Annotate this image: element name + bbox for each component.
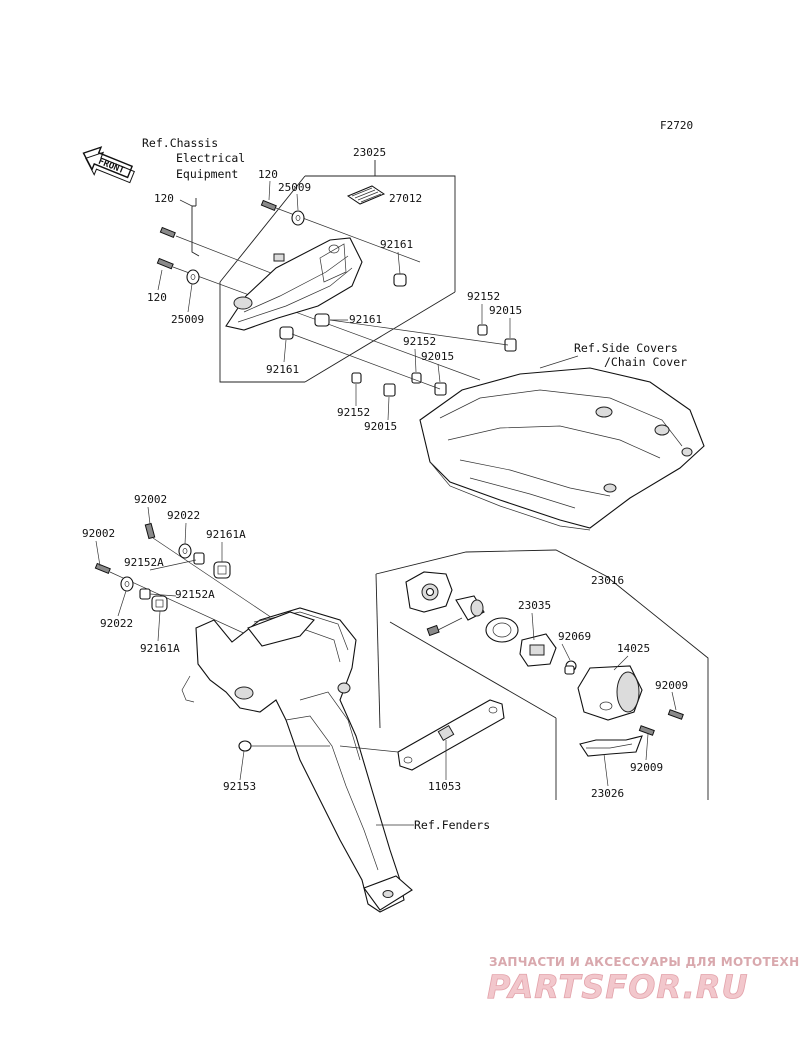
- label-92015-center: 92015: [421, 350, 454, 363]
- emblem-27012-part: [346, 185, 386, 205]
- lens-ring-part: [485, 617, 519, 643]
- label-92152-center: 92152: [403, 335, 436, 348]
- label-92015-lower: 92015: [364, 420, 397, 433]
- diagram-code: F2720: [660, 119, 693, 132]
- bulb-92069-part: [564, 660, 577, 675]
- collar-92015-center: [434, 382, 447, 396]
- bolt-92002-upper: [144, 522, 291, 631]
- label-92161-middle: 92161: [349, 313, 382, 326]
- washer-92022-lower: [120, 576, 134, 592]
- grommet-92161-lower: [279, 326, 294, 340]
- ref-chassis-line3: Equipment: [176, 167, 238, 181]
- bolt-92153-part: [238, 740, 330, 752]
- label-92161A-lower: 92161A: [140, 642, 180, 655]
- label-92022-upper: 92022: [167, 509, 200, 522]
- ref-chassis-line2: Electrical: [176, 151, 245, 165]
- collar-92015-right: [504, 338, 517, 352]
- label-11053: 11053: [428, 780, 461, 793]
- lamp-14025-part: [577, 665, 643, 721]
- washer-92022-upper: [178, 543, 192, 559]
- grommet-92161A-lower: [151, 595, 168, 612]
- bracket-23016: [375, 549, 709, 800]
- label-25009-upper: 25009: [278, 181, 311, 194]
- label-23026: 23026: [591, 787, 624, 800]
- bracket-23025: [219, 160, 456, 383]
- label-92152A-lower: 92152A: [175, 588, 215, 601]
- watermark-logo: ЗАПЧАСТИ И АКСЕССУАРЫ ДЛЯ МОТОТЕХНИКИ PA…: [487, 955, 800, 1006]
- label-92161-lower: 92161: [266, 363, 299, 376]
- collar-92152A-upper: [193, 552, 205, 565]
- bulb-socket-part: [455, 595, 485, 621]
- label-23035: 23035: [518, 599, 551, 612]
- screw-92009-lower: [638, 725, 655, 736]
- label-25009-lower: 25009: [171, 313, 204, 326]
- label-92152A-upper: 92152A: [124, 556, 164, 569]
- collar-92152-right: [477, 324, 488, 336]
- washer-25009-upper: [291, 210, 305, 226]
- label-92161-upper: 92161: [380, 238, 413, 251]
- label-92153: 92153: [223, 780, 256, 793]
- label-92022-lower: 92022: [100, 617, 133, 630]
- label-14025: 14025: [617, 642, 650, 655]
- tail-lamp-housing-part: [405, 571, 453, 613]
- label-23025: 23025: [353, 146, 386, 159]
- seat-cowl-part: [419, 367, 705, 531]
- label-23016: 23016: [591, 574, 624, 587]
- grommet-92161-upper: [393, 273, 407, 287]
- taillight-cover-part: [225, 237, 363, 331]
- label-92015-right: 92015: [489, 304, 522, 317]
- wire-connector-part: [426, 617, 463, 637]
- license-bracket-11053-part: [339, 699, 505, 771]
- label-92009-lower: 92009: [630, 761, 663, 774]
- label-27012: 27012: [389, 192, 422, 205]
- rear-fender-bracket-part: [181, 607, 413, 913]
- label-92152-lower: 92152: [337, 406, 370, 419]
- socket-23035-part: [519, 633, 557, 667]
- washer-25009-lower: [186, 269, 200, 285]
- collar-92015-lower: [383, 383, 396, 397]
- ref-side-covers-line1: Ref.Side Covers: [574, 341, 678, 355]
- screw-92009-right: [667, 709, 684, 720]
- watermark-brand: PARTSFOR.RU: [487, 968, 748, 1006]
- ref-side-covers-line2: /Chain Cover: [604, 355, 687, 369]
- ref-fenders: Ref.Fenders: [414, 818, 490, 832]
- label-92002-upper: 92002: [134, 493, 167, 506]
- front-arrow-icon: FRONT: [82, 146, 135, 184]
- leader-lines: [95, 180, 677, 826]
- label-92002-left: 92002: [82, 527, 115, 540]
- collar-92152-center: [411, 372, 422, 384]
- collar-92152A-lower: [139, 588, 151, 600]
- collar-92152-lower: [351, 372, 362, 384]
- chassis-bracket-part: [191, 198, 200, 257]
- grommet-92161A-upper: [213, 561, 231, 579]
- watermark-tagline: ЗАПЧАСТИ И АКСЕССУАРЫ ДЛЯ МОТОТЕХНИКИ: [489, 955, 800, 969]
- cover-23026-part: [579, 735, 643, 757]
- label-92161A-upper: 92161A: [206, 528, 246, 541]
- ref-chassis-line1: Ref.Chassis: [142, 136, 218, 150]
- label-120-upper: 120: [258, 168, 278, 181]
- label-92009-right: 92009: [655, 679, 688, 692]
- grommet-92161-middle: [314, 313, 330, 327]
- label-120-left: 120: [154, 192, 174, 205]
- label-120-lower: 120: [147, 291, 167, 304]
- label-92152-right: 92152: [467, 290, 500, 303]
- label-92069: 92069: [558, 630, 591, 643]
